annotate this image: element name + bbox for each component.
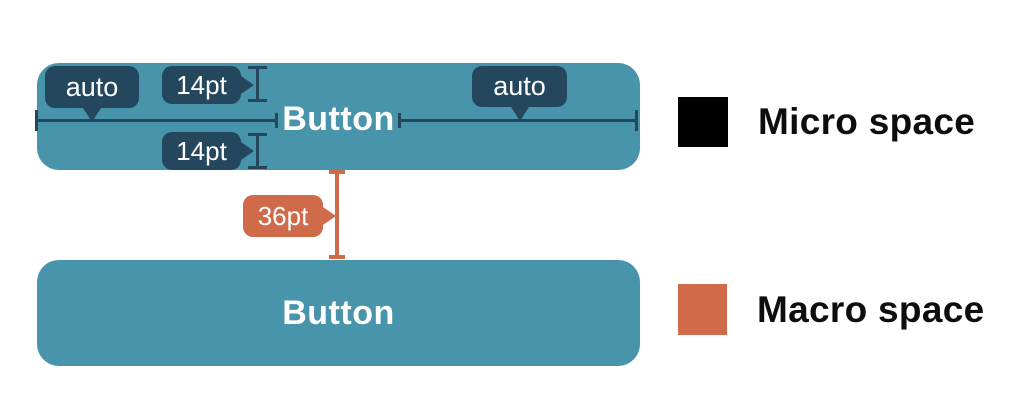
legend-item-macro-space: Macro space: [678, 284, 984, 335]
padding-bottom-callout-label: 14pt: [176, 135, 227, 166]
micro-space-swatch: [678, 97, 728, 147]
padding-bottom-ibeam: [248, 133, 267, 169]
width-measure-endcap-right: [635, 110, 638, 131]
top-button-label: Button: [282, 100, 395, 138]
auto-margin-callout-left-label: auto: [65, 71, 119, 102]
padding-top-callout-label: 14pt: [176, 69, 227, 100]
gap-callout: 36pt: [243, 195, 336, 237]
bottom-button-label: Button: [282, 293, 395, 332]
gap-callout-label: 36pt: [257, 200, 309, 231]
width-measure-tick-before-label: [275, 113, 278, 128]
micro-space-label: Micro space: [758, 101, 976, 142]
padding-top-callout: 14pt: [162, 66, 254, 104]
gap-ibeam: [329, 170, 345, 259]
bottom-button[interactable]: Button: [37, 260, 640, 366]
width-measure-tick-after-label: [398, 113, 401, 128]
legend-item-micro-space: Micro space: [678, 97, 975, 147]
padding-top-ibeam: [248, 66, 267, 102]
auto-margin-callout-right-label: auto: [493, 71, 546, 101]
auto-margin-callout-left: auto: [45, 66, 139, 122]
auto-margin-callout-right: auto: [472, 66, 567, 121]
width-measure-line-left-segment: [37, 119, 277, 122]
padding-bottom-callout: 14pt: [162, 132, 254, 170]
macro-space-label: Macro space: [757, 288, 985, 330]
macro-space-swatch: [678, 284, 727, 335]
width-measure-endcap-left: [35, 110, 38, 131]
